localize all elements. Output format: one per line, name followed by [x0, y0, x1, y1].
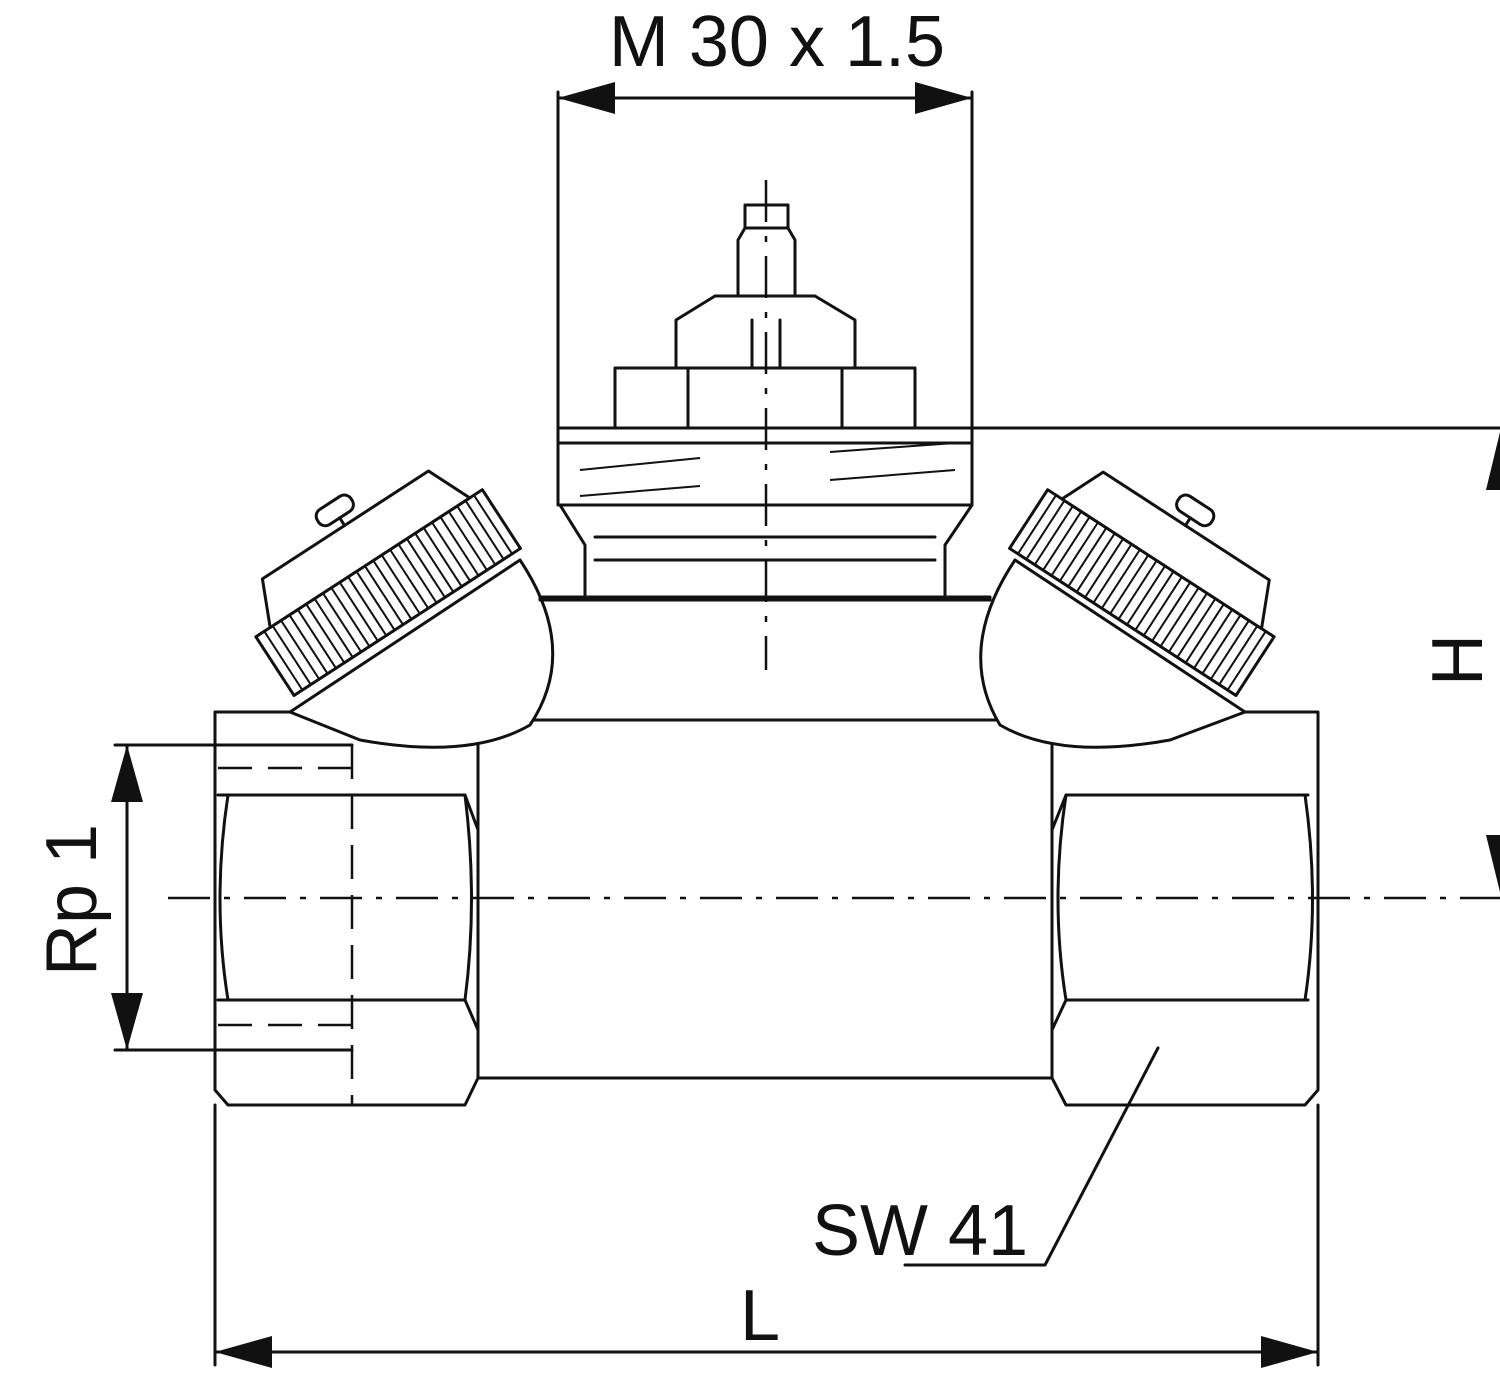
thread-label: M 30 x 1.5: [609, 2, 945, 82]
connection-label: Rp 1: [32, 824, 112, 976]
height-label: H: [1418, 634, 1498, 686]
right-hex-nut: [1050, 710, 1320, 1107]
height-dimension: H: [970, 426, 1500, 892]
thread-dimension: M 30 x 1.5: [556, 2, 974, 430]
connection-dimension: Rp 1: [32, 743, 354, 1052]
left-hex-nut: [213, 710, 480, 1107]
valve-body: [213, 710, 1320, 1107]
wrench-size-callout: SW 41: [812, 1046, 1160, 1271]
wrench-size-label: SW 41: [812, 1191, 1028, 1271]
bonnet: [538, 203, 992, 602]
left-preset-cap: [254, 469, 555, 749]
length-dimension: L: [213, 1103, 1320, 1368]
right-preset-cap: [979, 470, 1276, 749]
length-label: L: [740, 1276, 780, 1356]
